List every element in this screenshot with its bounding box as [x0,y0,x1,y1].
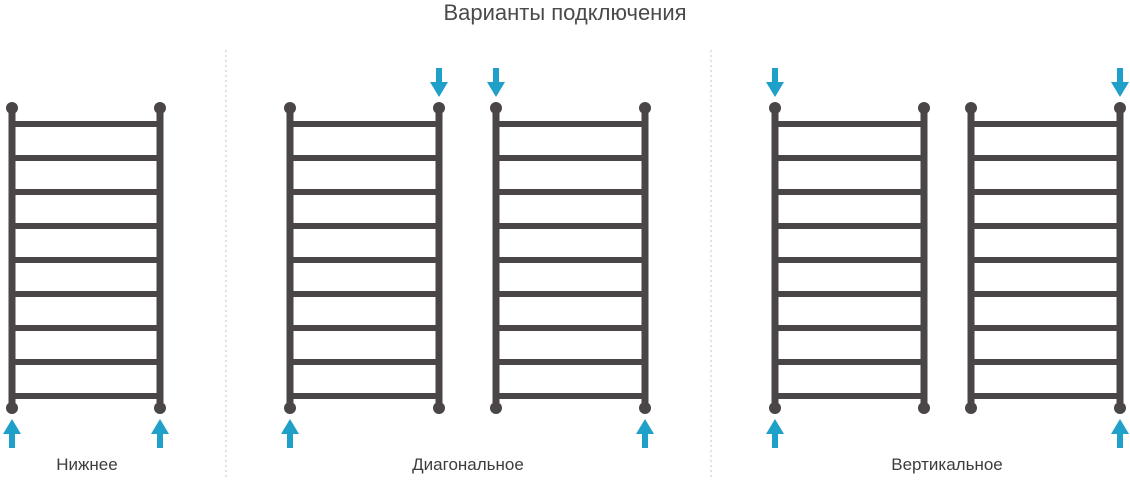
arrow-down-icon [430,68,448,97]
rail-end-cap [154,402,166,414]
rail-end-cap [769,402,781,414]
arrow-up-icon [766,419,784,448]
rail-end-cap [639,102,651,114]
rail-end-cap [1114,102,1126,114]
rail-end-cap [1114,402,1126,414]
rail-end-cap [6,402,18,414]
rail-end-cap [965,402,977,414]
arrow-up-icon [151,419,169,448]
rail-end-cap [154,102,166,114]
rail-end-cap [918,402,930,414]
rail-end-cap [918,102,930,114]
arrow-down-icon [766,68,784,97]
diagram-title: Варианты подключения [443,0,687,25]
rail-end-cap [639,402,651,414]
arrow-down-icon [487,68,505,97]
rail-end-cap [433,102,445,114]
group-label-diagonal: Диагональное [412,455,524,474]
arrow-up-icon [1111,419,1129,448]
rail-end-cap [965,102,977,114]
arrow-up-icon [281,419,299,448]
group-label-vertical: Вертикальное [891,455,1003,474]
arrow-down-icon [1111,68,1129,97]
rail-end-cap [769,102,781,114]
group-label-bottom: Нижнее [56,455,118,474]
rail-end-cap [284,102,296,114]
rail-end-cap [490,402,502,414]
rail-end-cap [284,402,296,414]
arrow-up-icon [3,419,21,448]
arrow-up-icon [636,419,654,448]
rail-end-cap [490,102,502,114]
rail-end-cap [6,102,18,114]
rail-end-cap [433,402,445,414]
